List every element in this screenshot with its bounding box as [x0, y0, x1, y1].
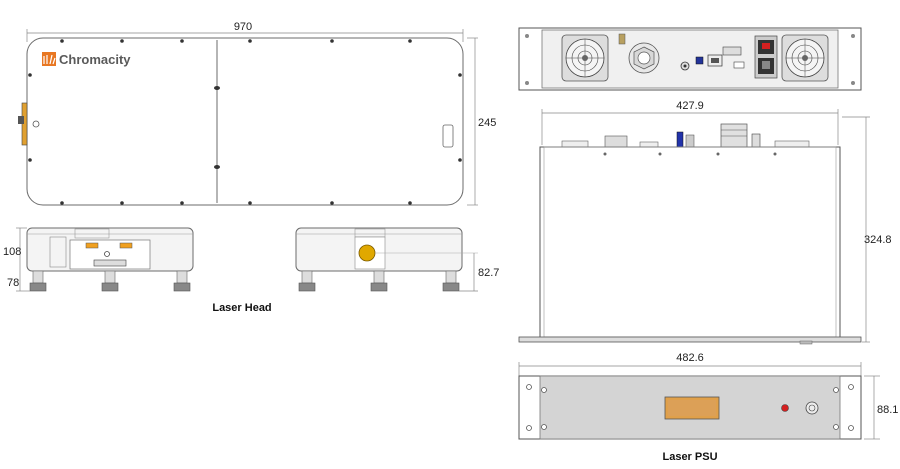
right-fan-icon [781, 34, 829, 82]
usb-port [695, 56, 704, 65]
front-connector-left [85, 242, 99, 249]
power-inlet-icon [754, 35, 778, 79]
dim-head-width: 245 [478, 117, 496, 129]
front-mount-holes [526, 384, 854, 431]
top-screws [28, 39, 462, 205]
chromacity-logo: Chromacity [42, 52, 131, 67]
cable-gland-icon [628, 42, 660, 74]
front-flange [518, 336, 862, 343]
dim-head-side-height: 82.7 [478, 267, 499, 279]
dim-psu-front-width: 482.6 [676, 352, 704, 364]
dim-psu-height-side: 324.8 [864, 234, 892, 246]
key-switch-icon [805, 401, 819, 415]
top-usb-stub [676, 131, 684, 148]
psu-chassis-top [539, 146, 841, 342]
dim-head-length: 970 [234, 21, 252, 33]
dim-head-foot-height: 78 [7, 277, 19, 289]
dim-psu-depth: 427.9 [676, 100, 704, 112]
dim-head-body-height: 108 [3, 246, 21, 258]
laser-head-side-view: 82.7 [295, 227, 499, 292]
front-dsub-connector [93, 259, 127, 267]
indicator-led [781, 404, 789, 412]
laser-psu-rear-view [518, 27, 862, 91]
beam-output-port [358, 244, 376, 262]
rear-dsub-port [722, 46, 742, 56]
front-feet [29, 270, 191, 292]
left-fan-icon [561, 34, 609, 82]
laser-head-top-view: 970 Chromacity 245 [18, 21, 496, 206]
top-window [442, 124, 454, 148]
laser-head-front-view: 108 78 [3, 227, 194, 292]
side-feet [298, 270, 460, 292]
dim-psu-front-height: 88.1 [877, 404, 898, 416]
laser-psu-top-view: 427.9 324.8 [518, 100, 892, 345]
top-cable-gland [720, 123, 748, 148]
caption-laser-psu: Laser PSU [662, 451, 717, 463]
laser-psu-front-view: 482.6 88.1 [518, 352, 898, 440]
logo-text: Chromacity [59, 52, 131, 67]
front-connector-right [119, 242, 133, 249]
caption-laser-head: Laser Head [212, 302, 271, 314]
